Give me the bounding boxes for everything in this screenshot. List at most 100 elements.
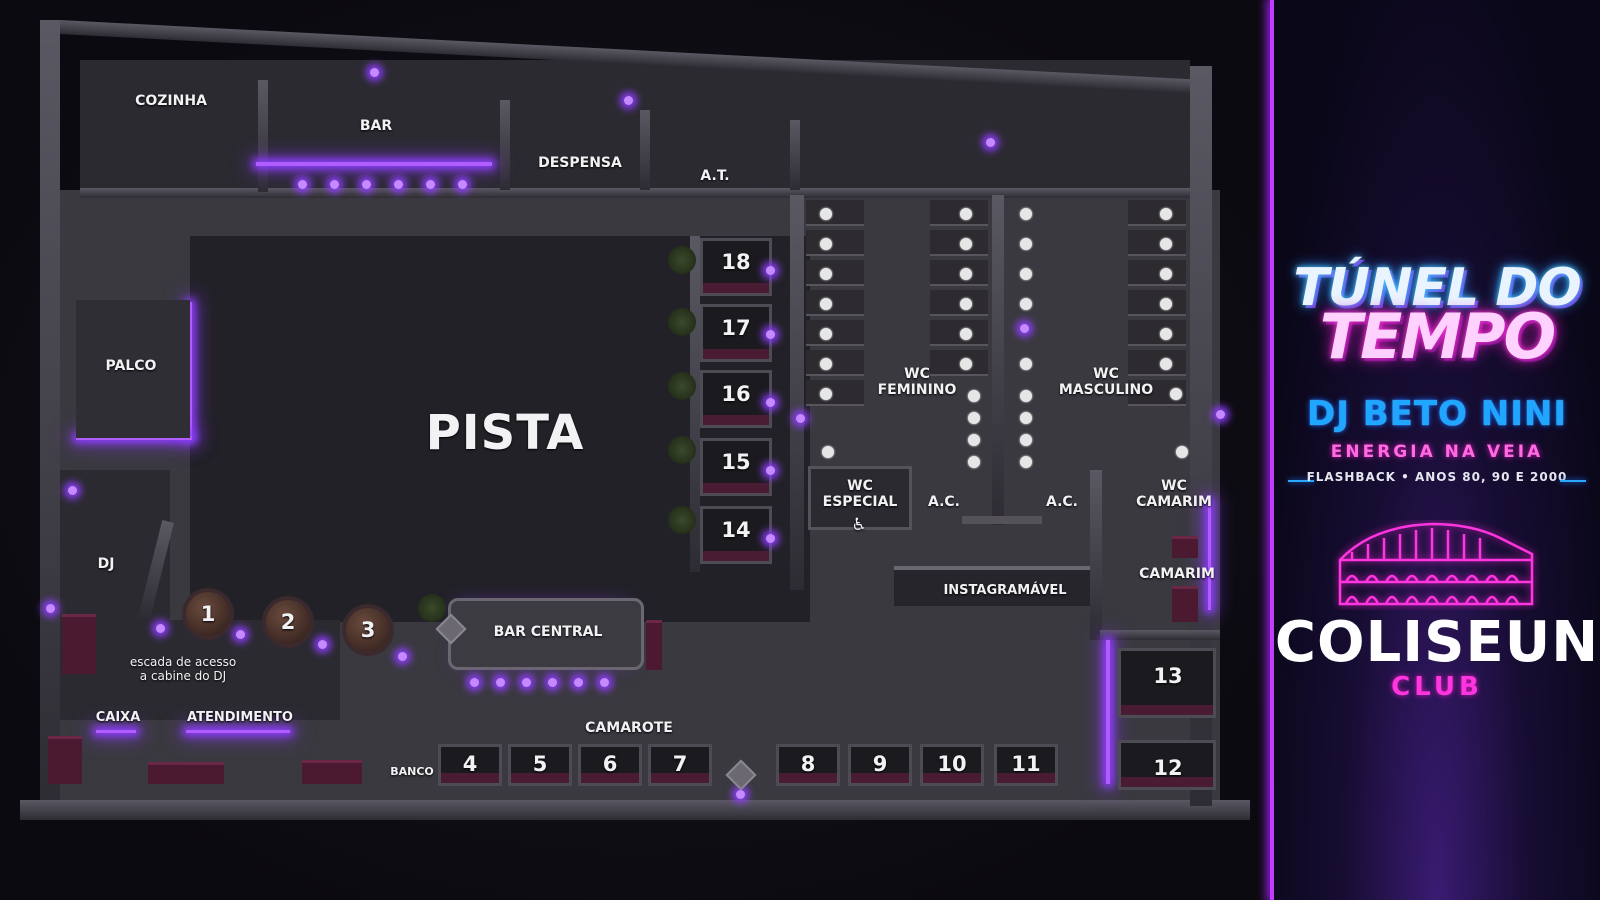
- room-camarim: CAMARIM: [1139, 566, 1215, 582]
- palco-neon-right: [188, 302, 192, 438]
- wc-stall: [930, 320, 988, 346]
- wall-camarim: [1090, 470, 1102, 640]
- wc-stall: [806, 320, 864, 346]
- wc-stall: [806, 290, 864, 316]
- sink: [960, 358, 972, 370]
- wc-stall: [1128, 290, 1186, 316]
- sink: [820, 358, 832, 370]
- booth-label-12: 12: [1153, 756, 1183, 780]
- panel-divider: [1270, 0, 1274, 900]
- booth-label-7: 7: [672, 752, 688, 776]
- room-despensa: DESPENSA: [538, 155, 622, 171]
- room-bar-central: BAR CENTRAL: [493, 624, 603, 640]
- sink: [960, 208, 972, 220]
- sink: [968, 412, 980, 424]
- room-wc-masculino: WC MASCULINO: [1058, 366, 1154, 399]
- booth-light: [766, 266, 775, 275]
- wc-stall: [1128, 320, 1186, 346]
- bar-stool: [458, 180, 467, 189]
- booth-9[interactable]: [848, 744, 912, 786]
- table-3[interactable]: [346, 608, 390, 652]
- room-cozinha: COZINHA: [135, 93, 207, 109]
- sink: [968, 390, 980, 402]
- sink: [820, 268, 832, 280]
- caixa-neon: [96, 730, 136, 733]
- bar-stool: [394, 180, 403, 189]
- table-light: [318, 640, 327, 649]
- sink: [1170, 388, 1182, 400]
- banco-seat: [302, 760, 362, 784]
- room-wc-feminino: WC FEMININO: [877, 366, 957, 399]
- wc-stall: [1128, 350, 1186, 376]
- light: [1020, 324, 1029, 333]
- genre-line-right: [1560, 480, 1586, 482]
- booth-light: [766, 534, 775, 543]
- room-wc-especial: WC ESPECIAL: [822, 478, 898, 511]
- booth-label-16: 16: [721, 382, 751, 406]
- table-label-3: 3: [360, 618, 376, 642]
- sink: [1020, 208, 1032, 220]
- sink: [1020, 412, 1032, 424]
- wall-despensa: [500, 100, 510, 190]
- booth-label-17: 17: [721, 316, 751, 340]
- light: [68, 486, 77, 495]
- atendimento-neon: [186, 730, 290, 733]
- camarim-neon: [1208, 500, 1211, 610]
- bar-stool: [362, 180, 371, 189]
- wc-stall: [930, 260, 988, 286]
- table-2[interactable]: [266, 600, 310, 644]
- booth-18[interactable]: [700, 238, 772, 296]
- bar-stool: [298, 180, 307, 189]
- booth-6[interactable]: [578, 744, 642, 786]
- booth-8[interactable]: [776, 744, 840, 786]
- sink: [1020, 390, 1032, 402]
- light: [46, 604, 55, 613]
- plant: [668, 246, 696, 274]
- booth-14[interactable]: [700, 506, 772, 564]
- floor-plan: COZINHA BAR DESPENSA A.T. PALCO PISTA DJ…: [0, 0, 1272, 900]
- room-wc-camarim: WC CAMARIM: [1136, 478, 1212, 511]
- booth-label-8: 8: [800, 752, 816, 776]
- room-palco: PALCO: [105, 358, 157, 374]
- booth-5[interactable]: [508, 744, 572, 786]
- booth-label-10: 10: [937, 752, 967, 776]
- plant: [418, 594, 446, 622]
- sink: [1020, 298, 1032, 310]
- booth-10[interactable]: [920, 744, 984, 786]
- bar-stool: [330, 180, 339, 189]
- room-bar: BAR: [359, 118, 393, 134]
- booth-label-9: 9: [872, 752, 888, 776]
- wall-bar-left: [258, 80, 268, 192]
- table-1[interactable]: [186, 592, 230, 636]
- wc-stall: [1128, 200, 1186, 226]
- wc-stall: [806, 200, 864, 226]
- sink: [1020, 456, 1032, 468]
- room-atendimento: ATENDIMENTO: [187, 710, 293, 725]
- sink: [820, 328, 832, 340]
- booth-12[interactable]: [1118, 740, 1216, 790]
- plant: [668, 372, 696, 400]
- wc-especial-room: [808, 466, 912, 530]
- bar-stool: [496, 678, 505, 687]
- plant: [668, 436, 696, 464]
- wall-at: [640, 110, 650, 190]
- wc-stall: [930, 230, 988, 256]
- booth-13[interactable]: [1118, 648, 1216, 718]
- sink: [1160, 328, 1172, 340]
- booth-4[interactable]: [438, 744, 502, 786]
- club-sub: CLUB: [1391, 672, 1483, 702]
- wall-top-rooms: [80, 188, 1190, 198]
- club-name: COLISEUN: [1274, 610, 1600, 675]
- wc-stall: [806, 350, 864, 376]
- sink: [1020, 434, 1032, 446]
- wall-bottom: [20, 800, 1250, 820]
- colosseum-icon: [1338, 522, 1534, 606]
- booth-light: [766, 466, 775, 475]
- sink: [968, 434, 980, 446]
- instagramavel-wall: [894, 566, 1090, 606]
- light: [1216, 410, 1225, 419]
- booth-7[interactable]: [648, 744, 712, 786]
- booth-11[interactable]: [994, 744, 1058, 786]
- palco-stage: [76, 300, 190, 438]
- bar-stool: [600, 678, 609, 687]
